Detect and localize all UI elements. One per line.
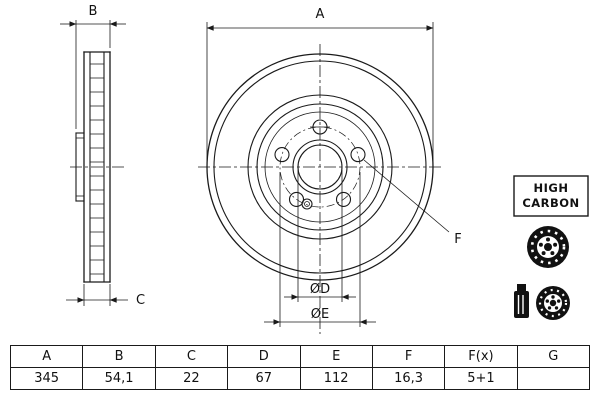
dim-c-label: C bbox=[136, 293, 145, 308]
disc-icon-bolt-dot bbox=[541, 251, 546, 256]
dim-f-label: F bbox=[454, 232, 461, 247]
table-header-c: C bbox=[154, 345, 229, 368]
coated-disc-bolt-dot bbox=[557, 299, 561, 303]
bolt-hole-right-lower bbox=[335, 191, 352, 207]
dimension-a: A bbox=[206, 7, 434, 162]
table-value-b: 54,1 bbox=[82, 367, 156, 390]
coated-disc-bore bbox=[549, 299, 557, 307]
dimension-b: B bbox=[60, 4, 126, 129]
locating-pin-hole-inner bbox=[304, 201, 310, 207]
coated-disc-bolt-dot bbox=[547, 306, 552, 310]
coated-disc-vent-slots bbox=[538, 288, 568, 318]
table-value-a: 345 bbox=[9, 367, 84, 390]
table-header-f: F bbox=[371, 345, 446, 368]
dim-d-label: ØD bbox=[310, 282, 330, 297]
dimension-c: C bbox=[66, 284, 145, 308]
vent-ribs bbox=[90, 63, 104, 275]
high-carbon-line2: CARBON bbox=[522, 196, 579, 210]
disc-icon-bolt-dot bbox=[553, 242, 558, 247]
table-header-row: A B C D E F F(x) G bbox=[9, 345, 591, 368]
spray-can-body bbox=[514, 291, 529, 318]
table-header-b: B bbox=[82, 345, 156, 368]
dim-e-label: ØE bbox=[311, 307, 329, 322]
disc-icon-bolt-dot bbox=[550, 251, 555, 256]
table-value-e: 112 bbox=[299, 367, 373, 390]
dimension-f: F bbox=[363, 159, 462, 247]
dim-a-label: A bbox=[316, 7, 325, 22]
disc-icon-bolt-dot bbox=[546, 237, 550, 242]
table-value-f: 16,3 bbox=[371, 367, 446, 390]
dim-f-leader-line bbox=[363, 159, 450, 233]
table-header-g: G bbox=[516, 345, 591, 368]
bolt-hole-left-upper bbox=[274, 147, 290, 163]
technical-drawing-canvas: B C A bbox=[60, 4, 589, 334]
coated-disc-bolt-dot bbox=[554, 306, 559, 310]
high-carbon-box bbox=[513, 175, 589, 217]
coated-disc-bolt-dot bbox=[551, 295, 555, 299]
bolt-hole-right-upper bbox=[350, 147, 366, 163]
coated-disc-bolt-dot bbox=[545, 299, 549, 303]
disc-front-view bbox=[198, 44, 442, 334]
bolt-hole-left-lower bbox=[288, 191, 305, 207]
table-header-a: A bbox=[9, 345, 84, 368]
table-value-g bbox=[516, 367, 591, 390]
disc-side-view bbox=[70, 51, 126, 283]
table-header-e: E bbox=[299, 345, 373, 368]
high-carbon-badge: HIGH CARBON bbox=[513, 175, 589, 217]
table-header-d: D bbox=[227, 345, 301, 368]
dimension-d: ØD bbox=[284, 170, 356, 302]
high-carbon-line1: HIGH bbox=[534, 181, 569, 195]
dimension-spec-table: A B C D E F F(x) G 345 54,1 22 67 112 16… bbox=[9, 345, 591, 390]
table-header-fx: F(x) bbox=[444, 345, 518, 368]
coated-disc-with-can-icon bbox=[514, 284, 570, 320]
disc-icon-vent-slots bbox=[530, 229, 566, 265]
disc-icon-bore bbox=[544, 243, 552, 251]
table-value-row: 345 54,1 22 67 112 16,3 5+1 bbox=[9, 367, 591, 390]
dimension-e: ØE bbox=[264, 172, 376, 327]
spray-can-cap bbox=[517, 284, 526, 291]
brake-disc-icon bbox=[527, 226, 569, 268]
locating-pin-hole-outer bbox=[301, 198, 313, 210]
table-value-d: 67 bbox=[227, 367, 301, 390]
dim-b-label: B bbox=[89, 4, 98, 19]
table-value-fx: 5+1 bbox=[444, 367, 518, 390]
table-value-c: 22 bbox=[154, 367, 229, 390]
disc-icon-bolt-dot bbox=[538, 242, 543, 247]
